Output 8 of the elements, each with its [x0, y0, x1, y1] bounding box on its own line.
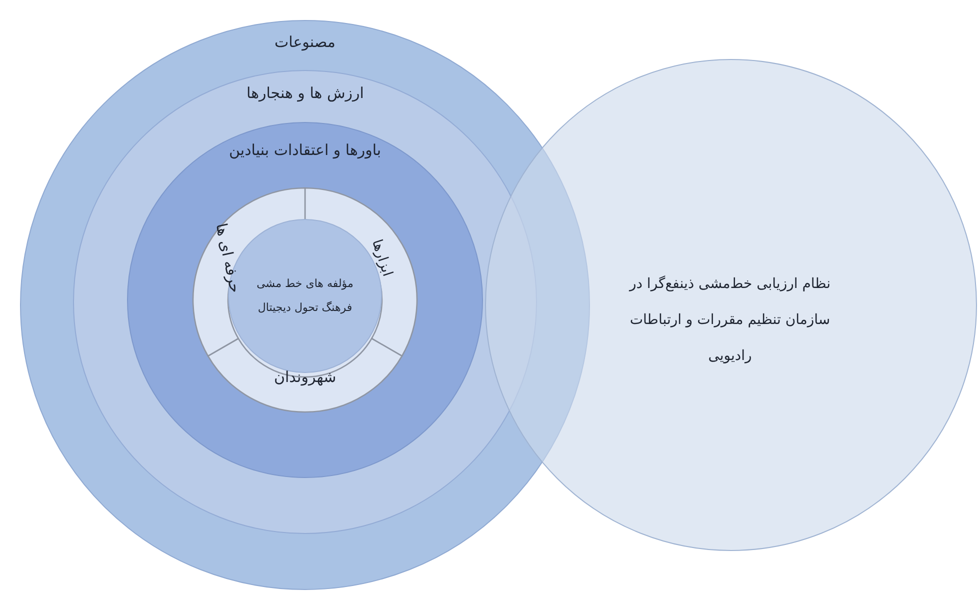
layer-label: مصنوعات — [274, 33, 336, 51]
layer-label: حرفه ای ها — [212, 222, 244, 294]
layer-label: ارزش ها و هنجارها — [246, 84, 364, 102]
layer-label: مؤلفه های خط مشی فرهنگ تحول دیجیتال — [256, 276, 354, 316]
layer-label: ابزارها — [368, 238, 396, 278]
layer-label: باورها و اعتقادات بنیادین — [229, 141, 382, 159]
layer-label: شهروندان — [274, 368, 336, 386]
layer-label: نظام ارزیابی خط‌مشی ذینفع‌گرا در سازمان تنظیم مقررات و ارتباطات رادیویی — [628, 274, 832, 366]
